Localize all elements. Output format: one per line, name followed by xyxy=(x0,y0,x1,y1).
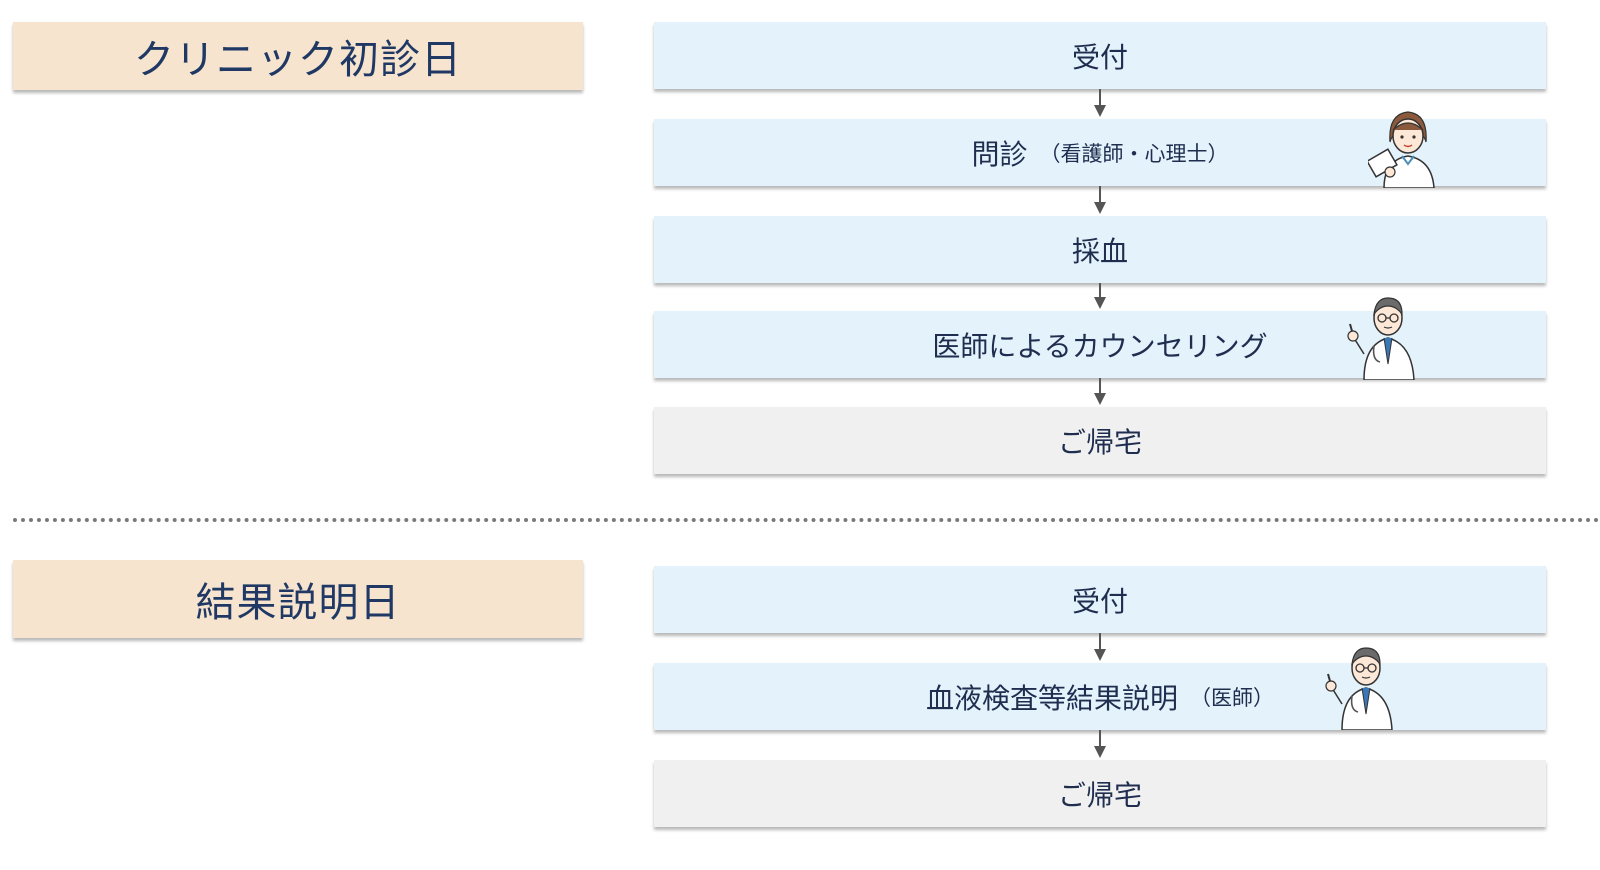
day2-step-reception: 受付 xyxy=(654,566,1546,633)
day2-step-result-explanation: 血液検査等結果説明 （医師） xyxy=(654,663,1546,730)
step-label: ご帰宅 xyxy=(1057,425,1142,459)
arrow-down-icon xyxy=(1094,378,1106,405)
doctor-illustration-icon xyxy=(1347,297,1415,380)
step-label: 血液検査等結果説明 xyxy=(925,681,1178,715)
arrow-down-icon xyxy=(1094,633,1106,661)
step-label: 問診 xyxy=(971,137,1028,171)
day2-step-go-home: ご帰宅 xyxy=(654,760,1546,827)
section-divider xyxy=(13,518,1600,522)
day1-title: クリニック初診日 xyxy=(13,22,583,90)
step-label: ご帰宅 xyxy=(1057,778,1142,812)
step-label: 受付 xyxy=(1071,584,1128,618)
day1-step-reception: 受付 xyxy=(654,22,1546,89)
step-label: 医師によるカウンセリング xyxy=(932,329,1268,363)
arrow-down-icon xyxy=(1094,89,1106,117)
arrow-down-icon xyxy=(1094,730,1106,758)
step-label: 採血 xyxy=(1071,234,1128,268)
day1-step-blood-test: 採血 xyxy=(654,216,1546,283)
doctor-illustration-icon xyxy=(1325,647,1393,730)
arrow-down-icon xyxy=(1094,186,1106,214)
step-sublabel: （看護師・心理士） xyxy=(1039,141,1229,166)
day2-title: 結果説明日 xyxy=(13,560,583,638)
nurse-illustration-icon xyxy=(1368,111,1435,188)
arrow-down-icon xyxy=(1094,283,1106,309)
step-sublabel: （医師） xyxy=(1190,685,1274,710)
step-label: 受付 xyxy=(1071,40,1128,74)
day1-step-go-home: ご帰宅 xyxy=(654,407,1546,474)
